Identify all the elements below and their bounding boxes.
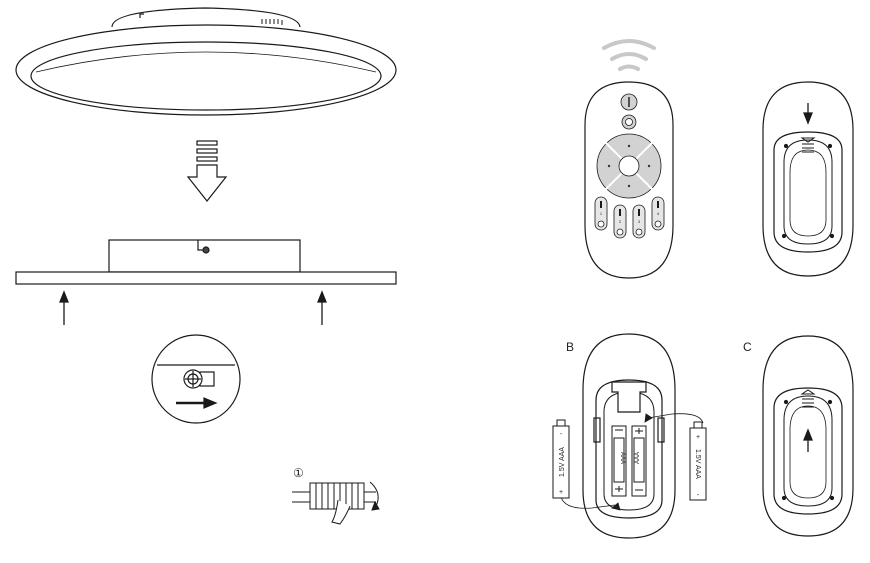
down-arrow-icon <box>186 140 228 202</box>
leader-lines <box>560 413 704 511</box>
down-arrow-icon <box>803 103 813 125</box>
zone-label-2: 2 <box>619 219 622 224</box>
battery-left-plus: + <box>559 489 563 496</box>
up-arrow-icon <box>59 290 327 325</box>
screw-detail <box>151 334 241 424</box>
zone-buttons <box>594 196 665 239</box>
battery-right-plus: + <box>696 434 700 441</box>
battery-inner-left <box>611 425 627 497</box>
wireless-signal-icon <box>602 39 656 71</box>
vent-slots <box>261 19 283 25</box>
battery-left <box>552 419 570 499</box>
zone-label-1: 1 <box>600 211 603 216</box>
terminal-block-icon: ① <box>292 466 380 525</box>
ceiling-panel-lamp <box>15 7 397 116</box>
zone-label-4: 4 <box>657 211 660 216</box>
step-label-b: B <box>566 340 574 354</box>
step-label-c: C <box>743 340 752 354</box>
remote-open-back <box>582 333 676 539</box>
zone-label-3: 3 <box>638 219 641 224</box>
battery-inner-right <box>631 425 647 497</box>
battery-left-text: 1.5V AAA <box>559 447 566 477</box>
remote-control-front: 1 2 3 4 <box>584 81 674 279</box>
remote-control-back <box>762 81 854 277</box>
battery-right-minus: - <box>697 492 700 499</box>
terminal-mark: ① <box>293 466 304 480</box>
up-arrow-icon <box>803 428 813 452</box>
inner-battery-text-a: AAA <box>619 452 625 464</box>
screw-icon <box>183 369 203 389</box>
battery-right-text: 1.5V AAA <box>694 449 701 479</box>
direction-pad <box>596 133 662 199</box>
panel-side-view <box>15 239 397 285</box>
battery-left-minus: - <box>560 431 563 438</box>
battery-right <box>689 421 707 501</box>
inner-battery-text-b: AAA <box>635 452 641 464</box>
